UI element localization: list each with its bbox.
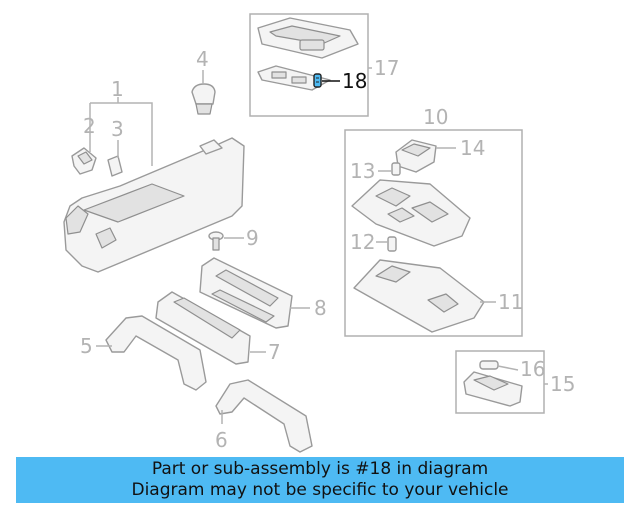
leader-1 bbox=[90, 102, 153, 166]
part-16-bulb bbox=[479, 360, 499, 370]
part-4-clip bbox=[191, 83, 216, 115]
part-2-mount bbox=[71, 147, 97, 175]
callout-4: 4 bbox=[196, 47, 209, 71]
callout-16: 16 bbox=[520, 357, 545, 381]
part-13-bulb bbox=[391, 162, 401, 176]
callout-8: 8 bbox=[314, 296, 327, 320]
part-6-grab-handle bbox=[215, 379, 313, 453]
part-1-sun-visor bbox=[63, 137, 245, 273]
part-14-switch bbox=[395, 139, 437, 173]
callout-13: 13 bbox=[350, 159, 375, 183]
callout-9: 9 bbox=[246, 226, 259, 250]
part-17-lamp-housing bbox=[257, 17, 359, 91]
callout-18: 18 bbox=[342, 69, 367, 93]
banner-line-1: Part or sub-assembly is #18 in diagram bbox=[151, 459, 489, 479]
callout-5: 5 bbox=[80, 334, 93, 358]
info-banner: Part or sub-assembly is #18 in diagram D… bbox=[16, 457, 624, 503]
part-9-screw bbox=[208, 231, 224, 251]
part-11-panel bbox=[353, 259, 485, 333]
part-18-bulb bbox=[313, 73, 322, 88]
callout-2: 2 bbox=[83, 114, 96, 138]
callout-17: 17 bbox=[374, 56, 399, 80]
part-7-rail bbox=[155, 291, 251, 365]
callout-15: 15 bbox=[550, 372, 575, 396]
console-frame bbox=[351, 179, 471, 247]
part-15-lamp bbox=[463, 371, 523, 407]
banner-line-2: Diagram may not be specific to your vehi… bbox=[131, 480, 509, 500]
leader-16 bbox=[497, 365, 519, 371]
part-12-bulb bbox=[387, 236, 397, 252]
part-3-cover bbox=[107, 155, 123, 177]
callout-7: 7 bbox=[268, 340, 281, 364]
group-box-15 bbox=[455, 350, 545, 414]
callout-6: 6 bbox=[215, 428, 228, 452]
callout-10: 10 bbox=[423, 105, 448, 129]
callout-3: 3 bbox=[111, 117, 124, 141]
callout-11: 11 bbox=[498, 290, 523, 314]
group-box-17 bbox=[249, 13, 369, 117]
callout-14: 14 bbox=[460, 136, 485, 160]
callout-12: 12 bbox=[350, 230, 375, 254]
group-box-10 bbox=[344, 129, 523, 337]
callout-1: 1 bbox=[111, 77, 124, 101]
part-8-bracket bbox=[199, 257, 293, 329]
part-5-grab-handle bbox=[105, 315, 207, 391]
